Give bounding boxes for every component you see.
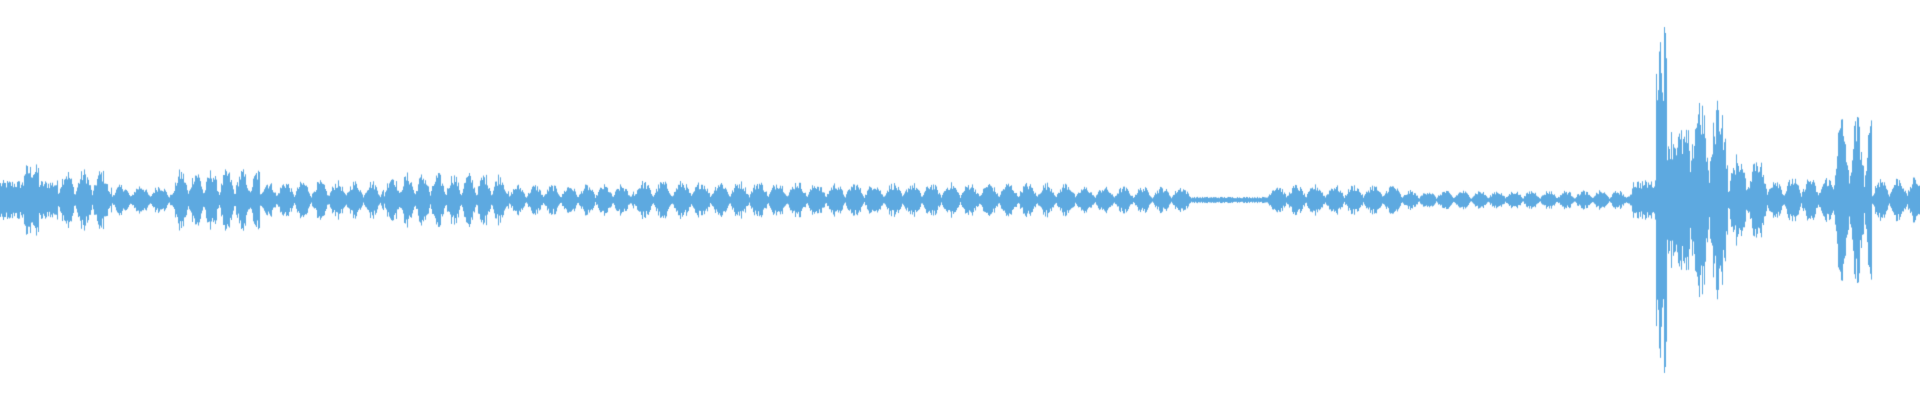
- audio-waveform[interactable]: [0, 0, 1920, 400]
